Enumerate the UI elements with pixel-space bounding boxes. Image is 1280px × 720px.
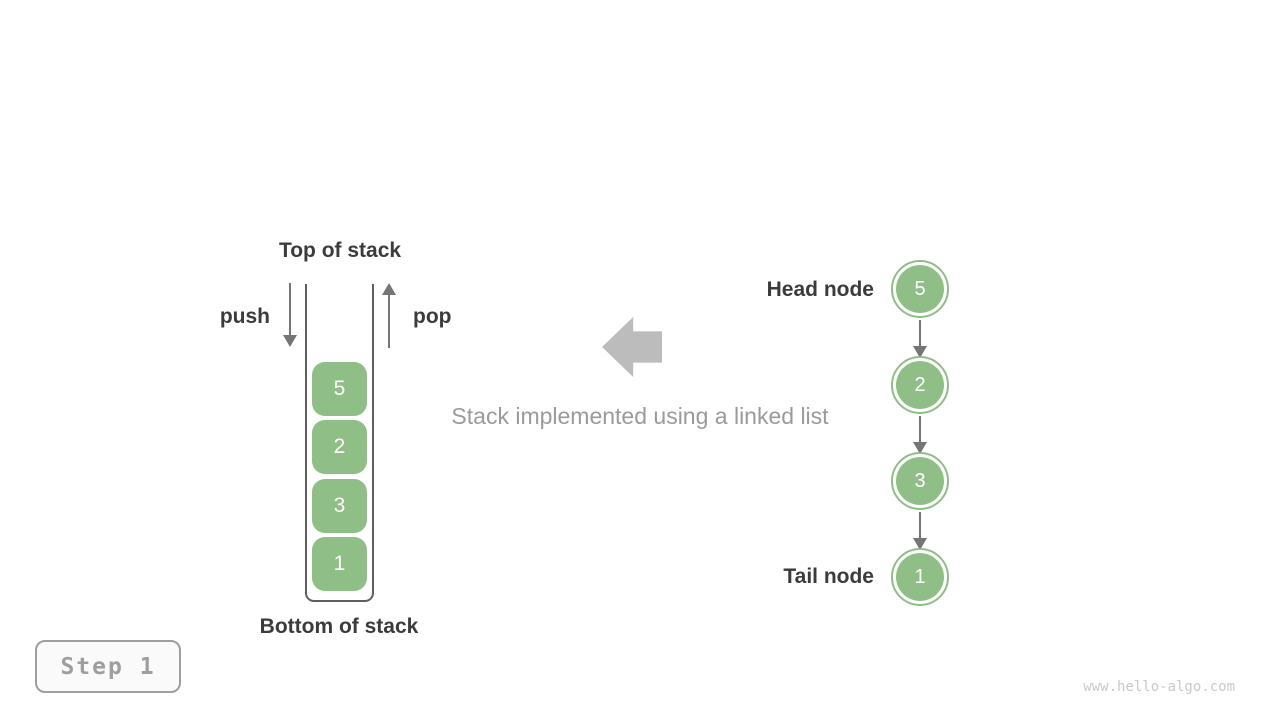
tail-node-label: Tail node (783, 565, 874, 588)
node-value: 3 (896, 457, 944, 505)
linked-list-node: 5 (891, 260, 949, 318)
stack-element: 3 (312, 479, 367, 533)
stack-top-label: Top of stack (278, 239, 402, 262)
linked-list-node: 2 (891, 356, 949, 414)
list-link-arrow-icon (913, 320, 927, 358)
head-node-label: Head node (766, 278, 874, 301)
pop-arrow-icon (382, 283, 396, 348)
push-arrow-icon (283, 283, 297, 347)
figure-caption: Stack implemented using a linked list (451, 403, 829, 429)
linked-list-node: 1 (891, 548, 949, 606)
list-link-arrow-icon (913, 416, 927, 454)
stack-element: 5 (312, 362, 367, 416)
node-value: 1 (896, 553, 944, 601)
linked-list-node: 3 (891, 452, 949, 510)
left-block-arrow-icon (602, 317, 662, 377)
node-value: 5 (896, 265, 944, 313)
watermark: www.hello-algo.com (1083, 679, 1235, 695)
list-link-arrow-icon (913, 512, 927, 550)
step-badge: Step 1 (35, 640, 181, 693)
stack-element: 2 (312, 420, 367, 474)
push-label: push (219, 305, 270, 328)
node-value: 2 (896, 361, 944, 409)
pop-label: pop (413, 305, 452, 328)
stack-container (305, 284, 374, 602)
stack-bottom-label: Bottom of stack (259, 615, 419, 638)
stack-element: 1 (312, 537, 367, 591)
